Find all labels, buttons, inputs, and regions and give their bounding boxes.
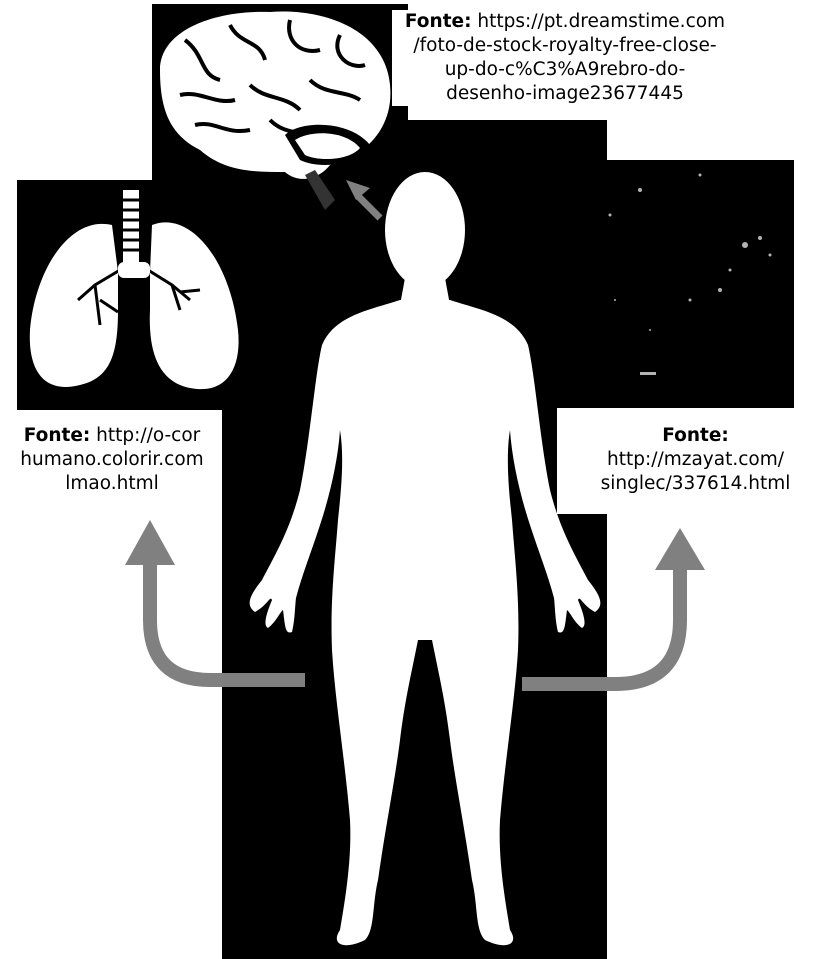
right-source-line1: http://mzayat.com/ (557, 448, 834, 472)
brain-source-label: Fonte: (405, 11, 472, 32)
brain-source-caption: Fonte: https://pt.dreamstime.com /foto-d… (392, 10, 738, 106)
brain-source-line1: https://pt.dreamstime.com (477, 11, 725, 32)
right-source-caption: Fonte: http://mzayat.com/ singlec/337614… (557, 408, 834, 514)
arrow-to-brain-icon (346, 180, 380, 218)
brain-source-line4: desenho-image23677445 (392, 82, 738, 106)
lungs-source-caption: Fonte: http://o-cor humano.colorir.com l… (0, 424, 224, 496)
lungs-source-line3: lmao.html (0, 472, 224, 496)
faint-organ-icon (609, 174, 772, 376)
brain-source-line3: up-do-c%C3%A9rebro-do- (392, 58, 738, 82)
right-source-line2: singlec/337614.html (557, 472, 834, 496)
lungs-icon (30, 190, 239, 389)
lungs-source-label: Fonte: (24, 425, 91, 446)
brain-source-line2: /foto-de-stock-royalty-free-close- (392, 34, 738, 58)
right-source-label: Fonte: (662, 425, 729, 446)
brain-icon (160, 12, 390, 210)
lungs-source-line2: humano.colorir.com (0, 448, 224, 472)
human-body-icon (250, 172, 601, 945)
lungs-source-line1: http://o-cor (96, 425, 200, 446)
